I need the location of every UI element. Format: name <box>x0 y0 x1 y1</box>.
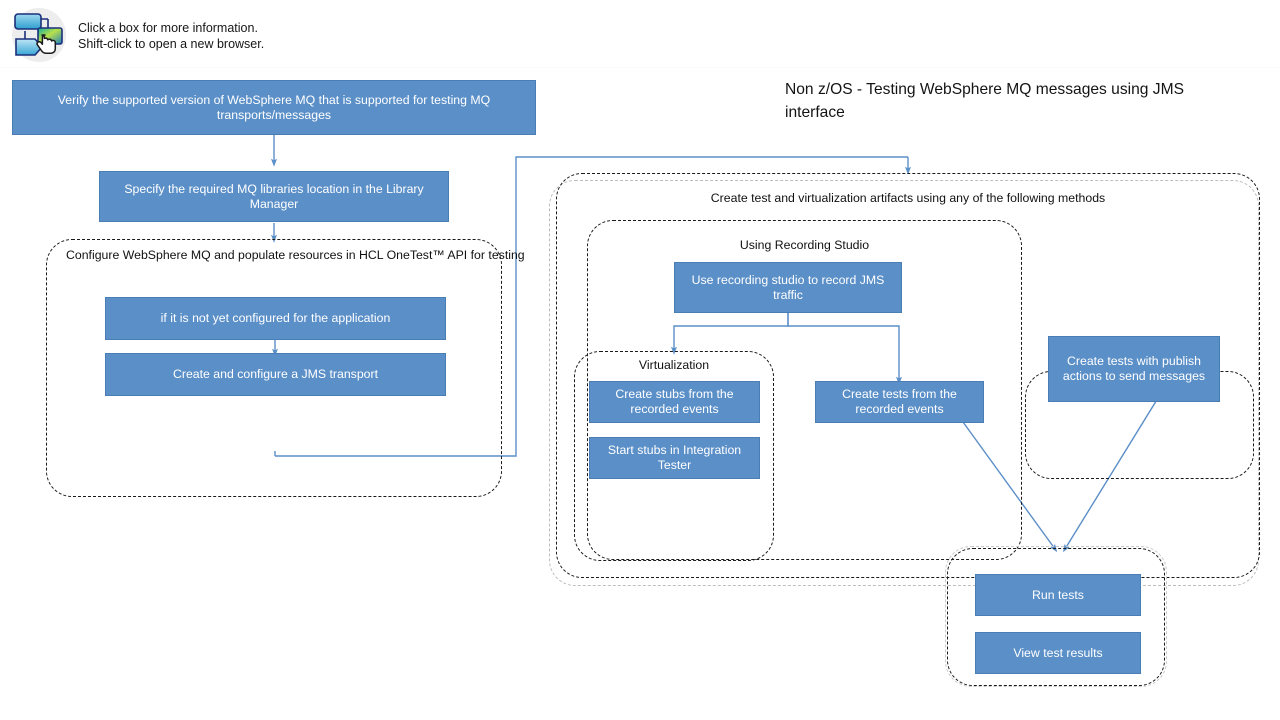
group-create-artifacts-label: Create test and virtualization artifacts… <box>710 191 1106 205</box>
group-using-recording-studio <box>587 220 1022 560</box>
node-start-stubs[interactable]: Start stubs in Integration Tester <box>589 437 760 479</box>
node-not-yet-configured[interactable]: if it is not yet configured for the appl… <box>105 297 446 340</box>
group-virtualization <box>574 351 774 561</box>
flowchart-canvas: Non z/OS - Testing WebSphere MQ messages… <box>0 68 1280 720</box>
group-create-artifacts <box>556 173 1260 578</box>
group-configure-mq <box>46 239 502 497</box>
node-view-test-results[interactable]: View test results <box>975 632 1141 674</box>
flowchart-cursor-icon <box>8 6 70 64</box>
group-virtualization-label: Virtualization <box>638 358 710 372</box>
hint-text: Click a box for more information. Shift-… <box>78 20 264 52</box>
node-verify-version[interactable]: Verify the supported version of WebSpher… <box>12 80 536 135</box>
group-results <box>947 548 1165 686</box>
node-run-tests[interactable]: Run tests <box>975 574 1141 616</box>
group-create-artifacts-outer <box>549 180 1259 586</box>
hint-line-1: Click a box for more information. <box>78 21 258 35</box>
header-bar: Click a box for more information. Shift-… <box>0 0 1280 68</box>
page-title: Non z/OS - Testing WebSphere MQ messages… <box>785 81 1184 121</box>
node-create-tests-recorded[interactable]: Create tests from the recorded events <box>815 381 984 423</box>
group-using-recording-studio-label: Using Recording Studio <box>739 238 870 252</box>
header-divider <box>0 67 1280 68</box>
group-configure-mq-label: Configure WebSphere MQ and populate reso… <box>66 248 525 262</box>
node-create-tests-publish[interactable]: Create tests with publish actions to sen… <box>1048 336 1220 402</box>
node-use-recording-studio[interactable]: Use recording studio to record JMS traff… <box>674 262 902 313</box>
hint-line-2: Shift-click to open a new browser. <box>78 37 265 51</box>
node-create-jms-transport[interactable]: Create and configure a JMS transport <box>105 353 446 396</box>
node-specify-libraries[interactable]: Specify the required MQ libraries locati… <box>99 171 449 222</box>
group-results-outer <box>945 546 1167 687</box>
node-create-stubs[interactable]: Create stubs from the recorded events <box>589 381 760 423</box>
